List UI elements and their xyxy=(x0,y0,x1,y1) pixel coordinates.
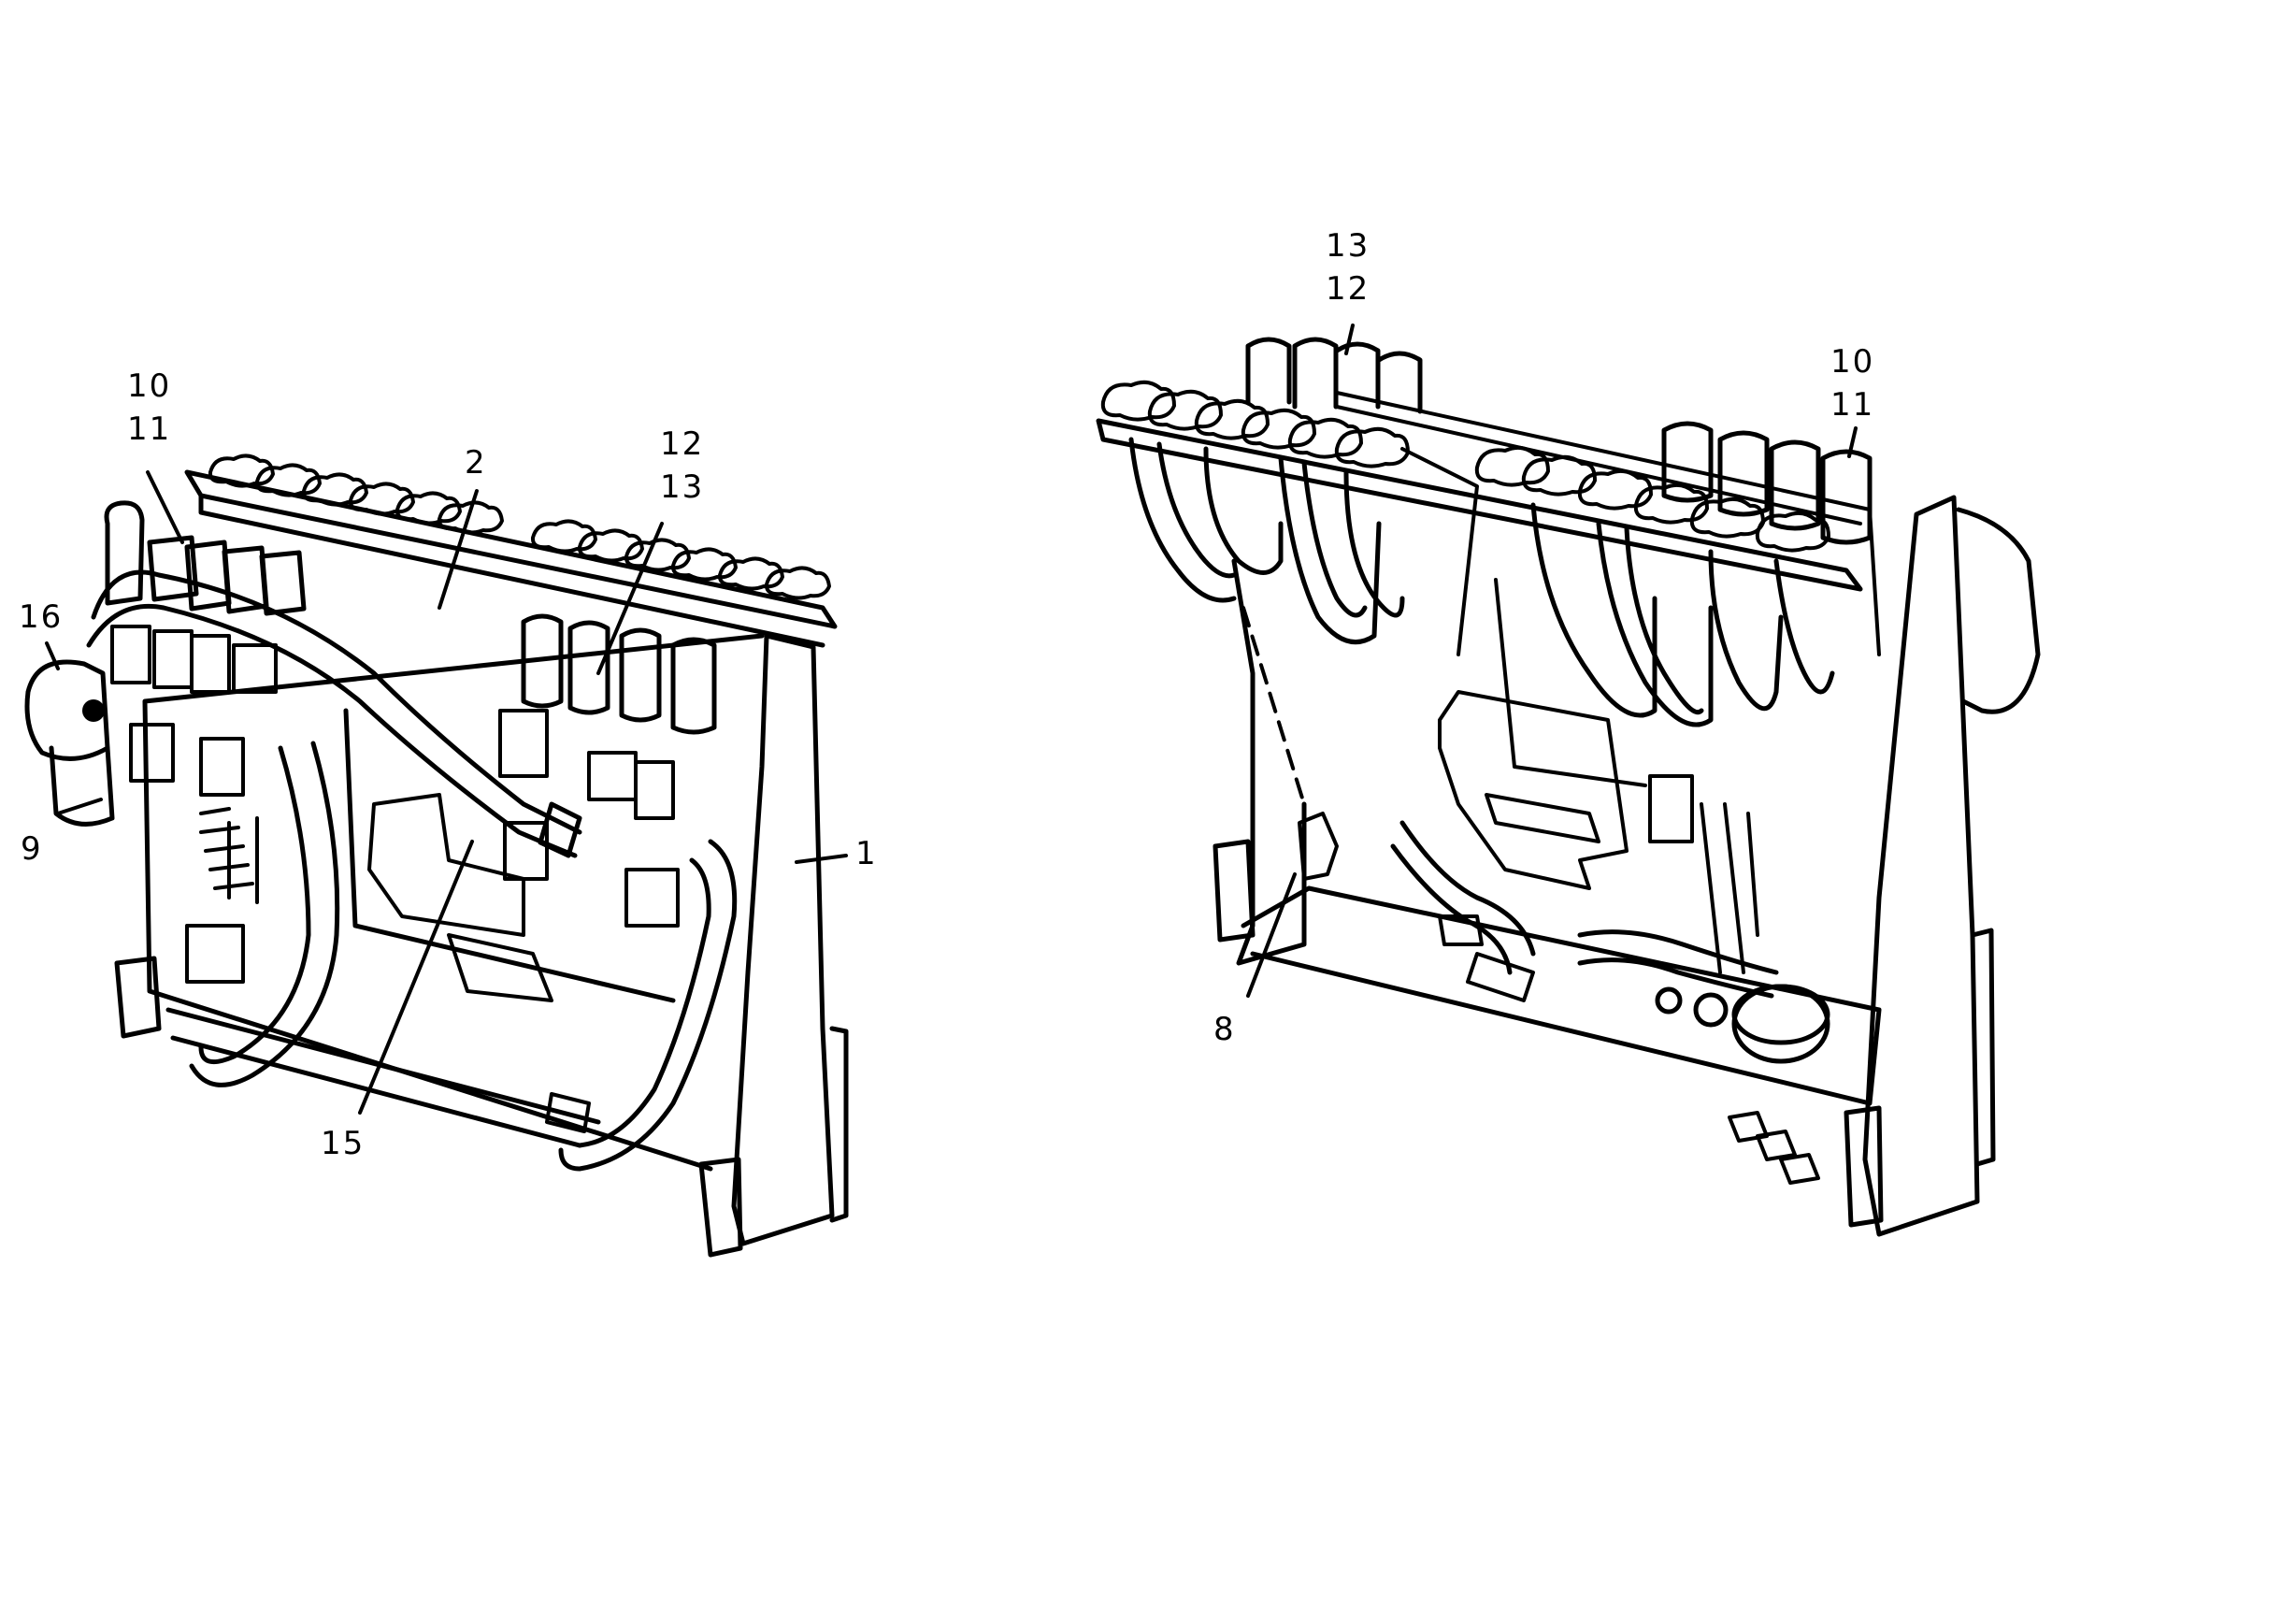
left-assembly-view xyxy=(24,453,849,1258)
leader-right-8 xyxy=(1246,872,1297,998)
right-reservoir-rim xyxy=(1731,984,1830,1045)
right-fitting-8 xyxy=(1298,812,1339,881)
right-frame-foot-bottom xyxy=(1844,1105,1884,1228)
callout-left-13: 13 xyxy=(660,468,705,506)
callout-left-1: 1 xyxy=(855,835,878,872)
leader-left-15 xyxy=(358,840,474,1115)
leader-left-16 xyxy=(45,641,60,670)
left-manifold-lines xyxy=(199,807,259,904)
left-lower-fittings xyxy=(447,933,591,1133)
leader-lines xyxy=(45,324,1858,1115)
right-top-rail xyxy=(1096,418,1863,592)
callout-right-12: 12 xyxy=(1326,270,1370,308)
left-frame-foot-bottom xyxy=(698,1157,743,1258)
left-lower-hose-1 xyxy=(189,741,340,1087)
right-base-cap-2 xyxy=(1693,992,1729,1028)
left-main-hose xyxy=(86,569,582,858)
leader-right-13-12 xyxy=(1344,324,1355,355)
callout-right-8: 8 xyxy=(1213,1011,1236,1048)
right-reservoir xyxy=(1731,984,1830,1064)
left-top-rail xyxy=(184,469,838,629)
callout-right-13: 13 xyxy=(1326,227,1370,265)
callout-left-2: 2 xyxy=(465,444,487,482)
right-assembly-view xyxy=(1096,337,2041,1237)
left-filter-canisters-10-11 xyxy=(104,500,307,616)
right-lower-hose xyxy=(1390,820,1536,975)
right-frame-foot xyxy=(1970,928,1996,1167)
right-base-plate xyxy=(1241,885,1882,1106)
leader-left-1 xyxy=(795,854,848,864)
left-lower-hose-2 xyxy=(558,839,738,1172)
left-pump-16 xyxy=(24,659,110,761)
left-injector-caps xyxy=(208,453,831,600)
right-terminal-block xyxy=(1648,774,1694,843)
right-loop-pipes xyxy=(1128,437,1835,727)
left-frame-foot-left xyxy=(114,956,162,1039)
right-mid-bracket xyxy=(1485,793,1600,843)
right-filter-canisters-13-12 xyxy=(1245,337,1423,414)
right-bottom-fitting xyxy=(1728,1111,1820,1185)
right-back-frame xyxy=(1335,391,1881,787)
right-frame-left-plate xyxy=(1231,558,1307,966)
right-dashed-guide xyxy=(1241,606,1306,806)
right-base-cap-1 xyxy=(1655,986,1683,1015)
right-filter-canisters-10-11 xyxy=(1661,421,1873,545)
right-lower-hose-2 xyxy=(1577,929,1779,999)
right-mid-plate xyxy=(1438,690,1629,890)
callout-left-10: 10 xyxy=(127,367,172,405)
right-side-cover xyxy=(1956,507,2041,714)
callout-left-11: 11 xyxy=(127,410,172,448)
left-lower-tube xyxy=(165,1007,601,1148)
left-valve-blocks xyxy=(110,625,680,984)
right-feed-lines xyxy=(1700,802,1759,974)
left-frame-plate xyxy=(731,633,835,1246)
left-back-plate xyxy=(142,633,765,1172)
callout-left-16: 16 xyxy=(19,598,64,636)
callout-left-9: 9 xyxy=(21,830,43,868)
leader-left-2 xyxy=(438,489,479,610)
right-lower-valve xyxy=(1438,914,1535,1002)
callout-right-10: 10 xyxy=(1830,343,1875,381)
left-frame-foot-right xyxy=(829,1026,849,1223)
leader-left-10-11 xyxy=(146,470,184,544)
leader-right-10-11 xyxy=(1847,426,1858,458)
callout-right-11: 11 xyxy=(1830,386,1875,424)
leader-left-9 xyxy=(56,798,103,815)
right-injector-caps xyxy=(1100,380,1830,553)
leader-left-12-13 xyxy=(596,522,664,675)
left-hose-coupling xyxy=(538,801,582,858)
left-inner-panel xyxy=(367,793,525,937)
left-pump-port xyxy=(82,699,105,722)
right-frame-foot-left xyxy=(1213,839,1256,943)
callout-left-12: 12 xyxy=(660,425,705,463)
right-frame-plate xyxy=(1862,495,1980,1237)
left-filter-canisters-12-13 xyxy=(521,613,717,735)
left-top-rail-lower xyxy=(198,493,825,648)
callout-left-15: 15 xyxy=(321,1125,366,1162)
